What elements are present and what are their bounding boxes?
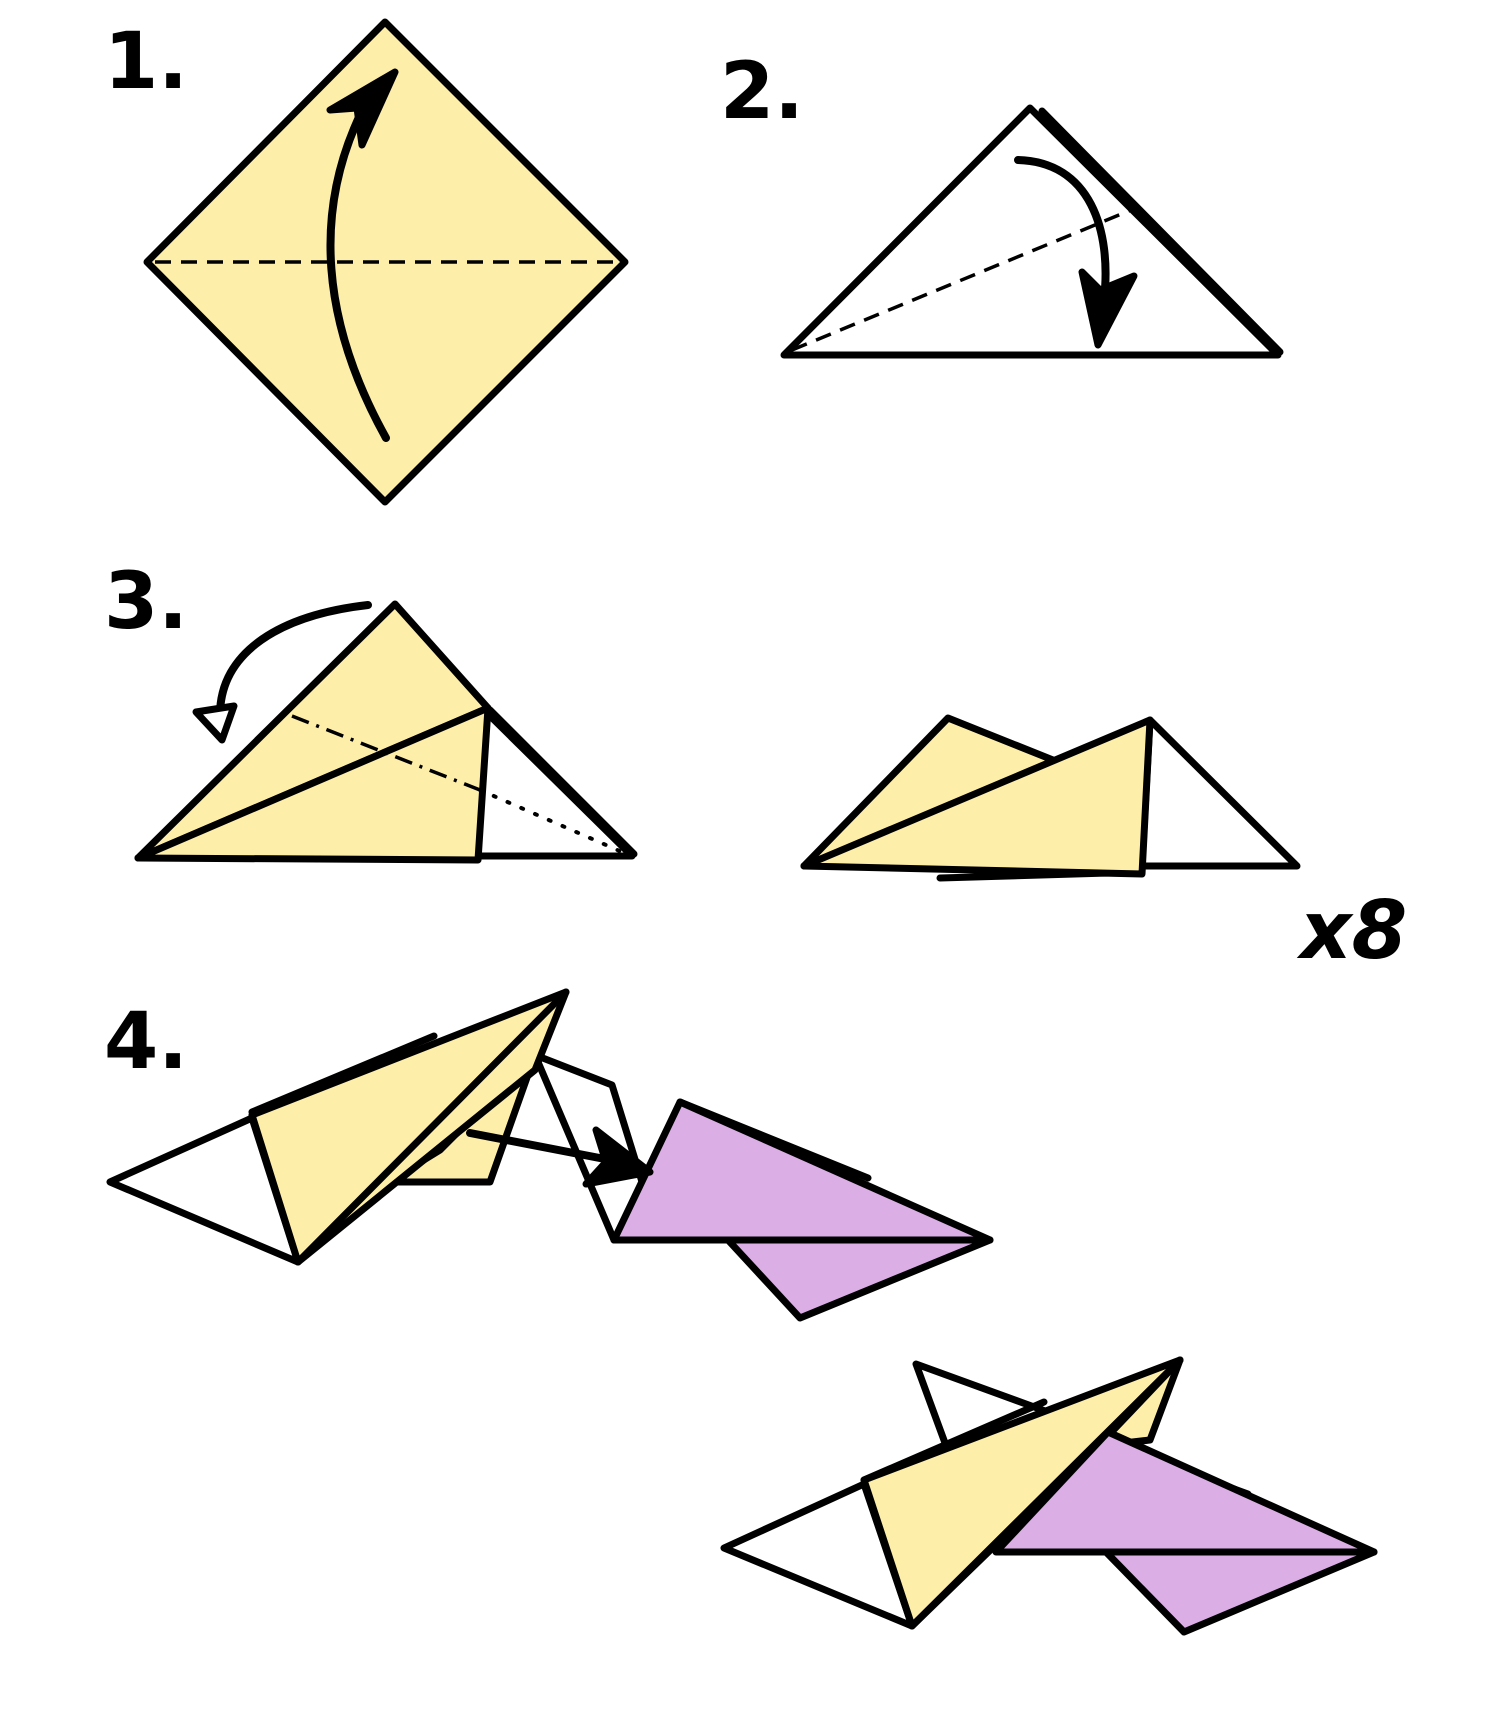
- unit-left-main-yellow: [248, 988, 570, 1266]
- mountain-fold-line: [291, 714, 481, 792]
- fold-up-arrow: [326, 88, 390, 442]
- square-paper-diamond: [143, 18, 629, 506]
- insert-arrow: [466, 1129, 614, 1164]
- fold-down-arrowhead: [1078, 268, 1138, 349]
- folded-triangle: [780, 104, 1282, 359]
- step-4: 4.: [104, 988, 1378, 1636]
- step-1-label: 1.: [104, 17, 188, 107]
- triangle-flap-yellow: [134, 704, 492, 864]
- step-3-label: 3.: [104, 557, 188, 647]
- assembled-lower-purple: [1102, 1548, 1378, 1636]
- fold-down-arrow: [1014, 156, 1110, 304]
- step-2-label: 2.: [720, 47, 804, 137]
- fold-up-arrowhead: [326, 68, 399, 149]
- triangle-edge-double-3: [486, 706, 638, 858]
- repeat-label: x8: [1296, 884, 1407, 977]
- unit-right-main-purple: [610, 1098, 994, 1244]
- step-1: 1.: [104, 17, 629, 506]
- step-2: 2.: [720, 47, 1284, 359]
- unit-left-top-edge: [294, 988, 570, 1266]
- dotted-fold-line: [478, 788, 624, 854]
- assembled-left-edge: [860, 1398, 1048, 1484]
- unit-left-edge: [248, 1032, 438, 1116]
- assembled-main-purple: [992, 1428, 1378, 1556]
- step-3: 3. x8: [104, 557, 1407, 977]
- fold-back-arrow: [216, 601, 372, 719]
- result-front-yellow: [800, 716, 1154, 878]
- assembled-top-edge: [908, 1356, 1184, 1630]
- fold-line-diagonal: [791, 206, 1137, 352]
- insert-arrowhead: [582, 1126, 654, 1188]
- step-4-label: 4.: [104, 997, 188, 1087]
- result-right-white: [1138, 716, 1301, 870]
- fold-back-arrowhead: [192, 702, 238, 744]
- triangle-edge-double: [1038, 107, 1284, 356]
- unit-right-lower-purple: [724, 1236, 994, 1322]
